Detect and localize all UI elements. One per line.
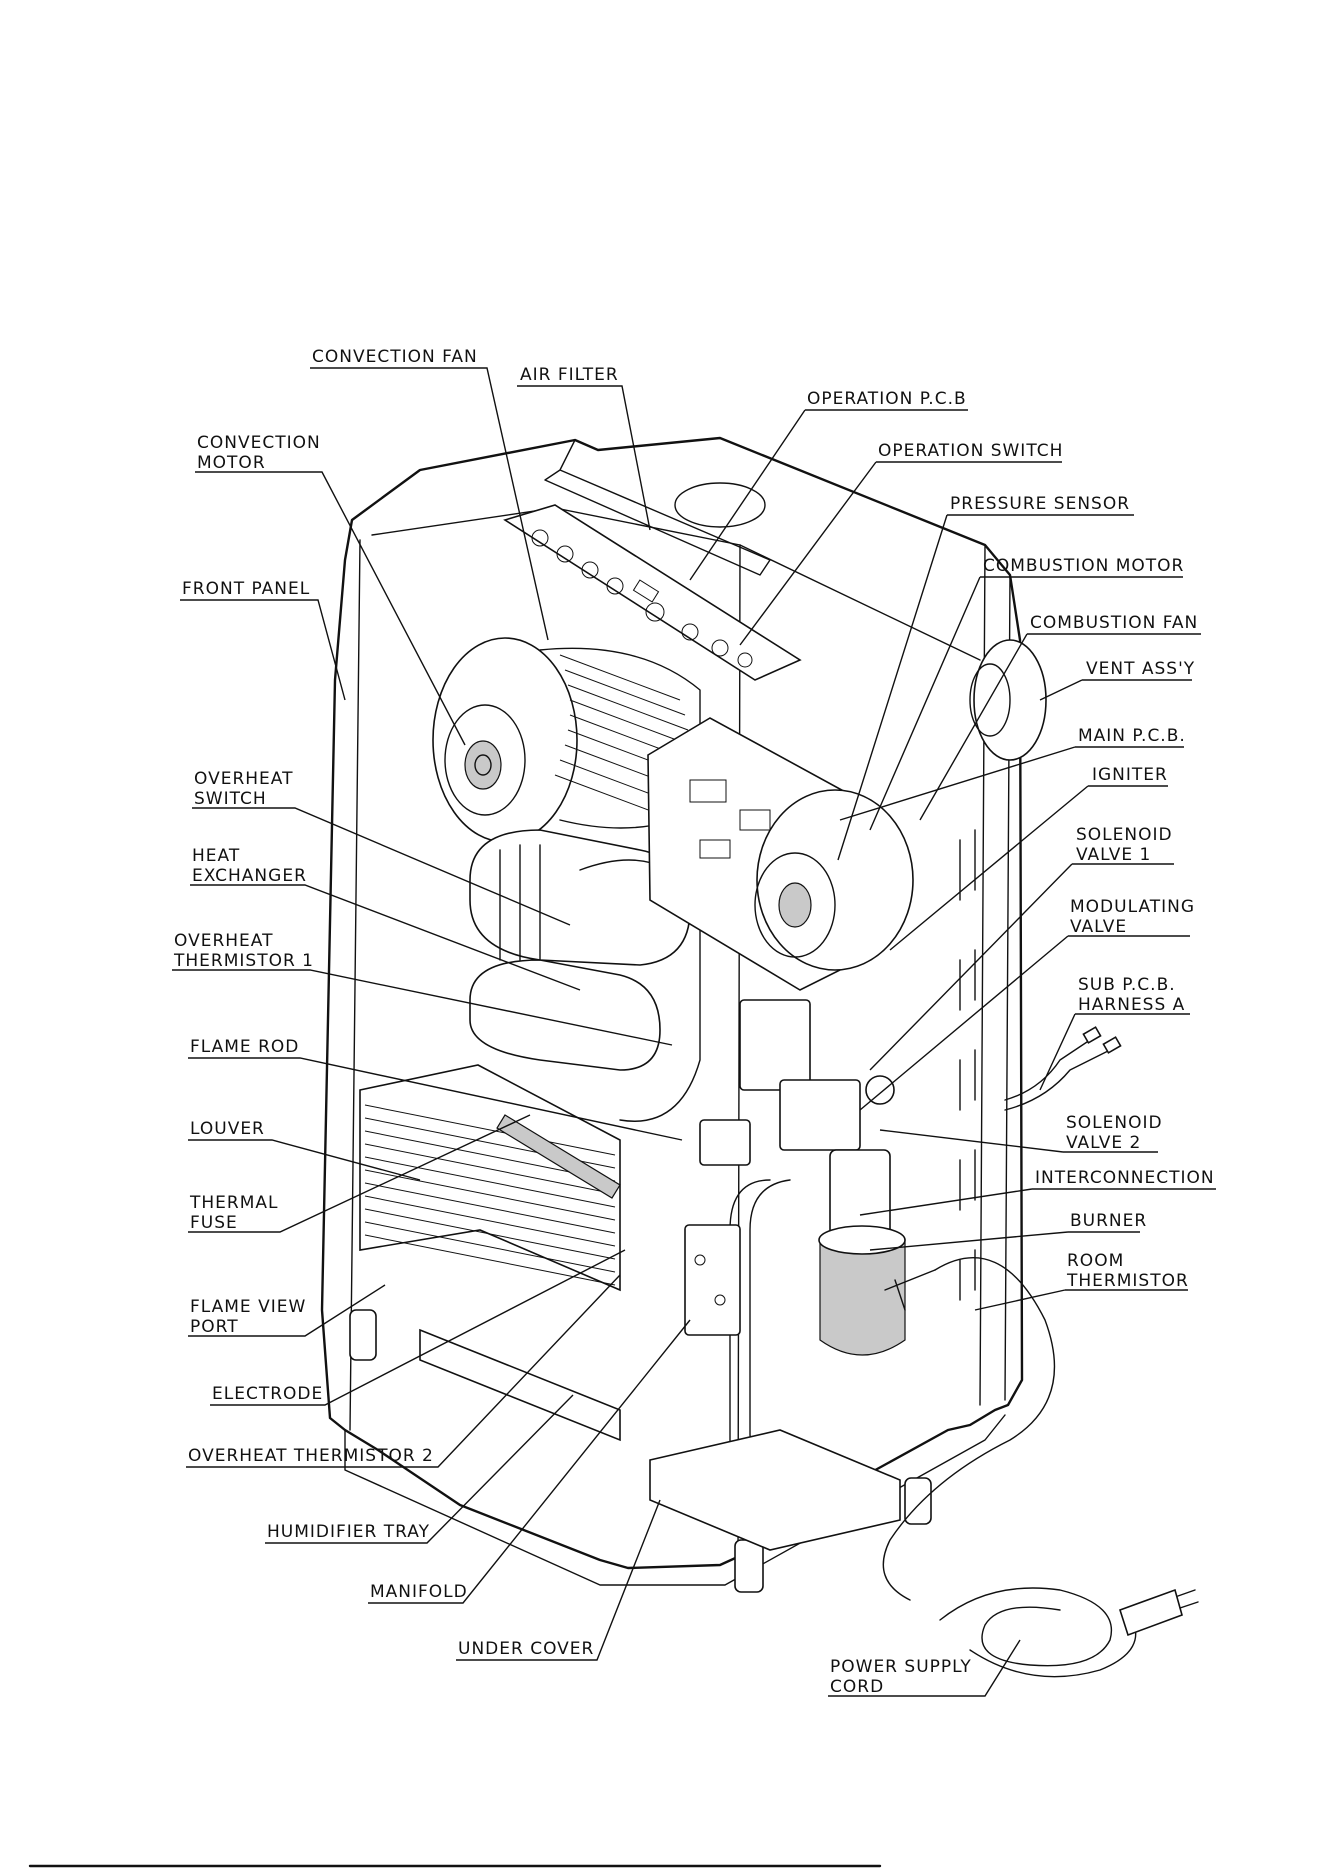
flame-rod-body	[496, 1114, 621, 1199]
label-igniter: IGNITER	[1092, 765, 1168, 785]
label-combustion-motor: COMBUSTION MOTOR	[983, 556, 1184, 576]
label-electrode: ELECTRODE	[212, 1384, 323, 1404]
foot-left	[349, 1309, 377, 1361]
label-operation-switch: OPERATION SWITCH	[878, 441, 1063, 461]
foot-right	[904, 1477, 932, 1525]
label-sub-pcb-harness-a: SUB P.C.B.HARNESS A	[1078, 975, 1185, 1015]
leader-igniter	[889, 785, 1168, 951]
leader-under-cover	[456, 1499, 661, 1661]
label-manifold: MANIFOLD	[370, 1582, 468, 1602]
leader-solenoid-valve-1	[869, 863, 1174, 1071]
leader-heat-exchanger	[190, 884, 581, 991]
leader-manifold	[368, 1319, 691, 1604]
leader-interconnection	[859, 1188, 1216, 1216]
operation-panel	[503, 504, 802, 681]
label-humidifier-tray: HUMIDIFIER TRAY	[267, 1522, 430, 1542]
leader-modulating-valve	[859, 935, 1190, 1111]
leader-vent-assy	[1039, 679, 1192, 701]
humidifier-tray-body	[419, 1328, 621, 1442]
label-interconnection: INTERCONNECTION	[1035, 1168, 1215, 1188]
leader-room-thermistor	[974, 1289, 1188, 1311]
leader-main-pcb	[839, 746, 1184, 821]
label-air-filter: AIR FILTER	[520, 365, 619, 385]
burner-body	[819, 1239, 906, 1356]
leader-power-supply-cord	[828, 1639, 1021, 1697]
leader-overheat-thermistor-2	[186, 1274, 621, 1468]
label-under-cover: UNDER COVER	[458, 1639, 594, 1659]
side-panel-slots	[959, 829, 976, 1301]
gas-valve-assembly	[699, 999, 895, 1241]
leader-operation-pcb	[689, 409, 968, 581]
label-main-pcb: MAIN P.C.B.	[1078, 726, 1186, 746]
label-overheat-thermistor-2: OVERHEAT THERMISTOR 2	[188, 1446, 434, 1466]
leader-thermal-fuse	[188, 1114, 531, 1233]
harness-wires	[1004, 1039, 1111, 1111]
label-convection-fan: CONVECTION FAN	[312, 347, 478, 367]
leader-humidifier-tray	[265, 1394, 574, 1544]
leader-overheat-thermistor-1	[172, 969, 673, 1046]
under-cover-box	[649, 1429, 901, 1551]
label-flame-rod: FLAME ROD	[190, 1037, 299, 1057]
label-vent-assy: VENT ASS'Y	[1086, 659, 1195, 679]
label-burner: BURNER	[1070, 1211, 1147, 1231]
leader-burner	[869, 1231, 1140, 1251]
label-front-panel: FRONT PANEL	[182, 579, 310, 599]
leader-pressure-sensor	[837, 514, 1134, 861]
electrode-block	[684, 1224, 741, 1336]
convection-fan-housing	[432, 637, 578, 843]
heat-exchanger-body	[469, 829, 701, 1122]
part-labels: CONVECTION FAN AIR FILTER OPERATION P.C.…	[173, 347, 1215, 1697]
leader-lines	[172, 367, 1216, 1697]
power-cord-illustration	[882, 1256, 1199, 1678]
leader-sub-pcb-harness-a	[1039, 1013, 1190, 1091]
leader-louver	[188, 1139, 421, 1181]
label-combustion-fan: COMBUSTION FAN	[1030, 613, 1198, 633]
leader-flame-rod	[188, 1057, 683, 1141]
leader-operation-switch	[739, 461, 1062, 646]
leader-front-panel	[180, 599, 346, 701]
leader-air-filter	[517, 385, 651, 531]
label-operation-pcb: OPERATION P.C.B	[807, 389, 967, 409]
leader-overheat-switch	[192, 807, 571, 926]
label-pressure-sensor: PRESSURE SENSOR	[950, 494, 1130, 514]
heater-unit-illustration	[320, 436, 1199, 1678]
leader-combustion-motor	[869, 576, 1183, 831]
air-filter-frame	[544, 439, 771, 576]
leader-electrode	[210, 1249, 626, 1406]
leader-convection-motor	[195, 471, 466, 746]
leader-solenoid-valve-2	[879, 1129, 1158, 1153]
label-louver: LOUVER	[190, 1119, 265, 1139]
leader-flame-view-port	[188, 1284, 386, 1337]
leader-convection-fan	[310, 367, 549, 641]
foot-center	[734, 1539, 764, 1593]
combustion-fan-housing	[756, 789, 914, 971]
convection-fan-blades	[539, 647, 701, 829]
